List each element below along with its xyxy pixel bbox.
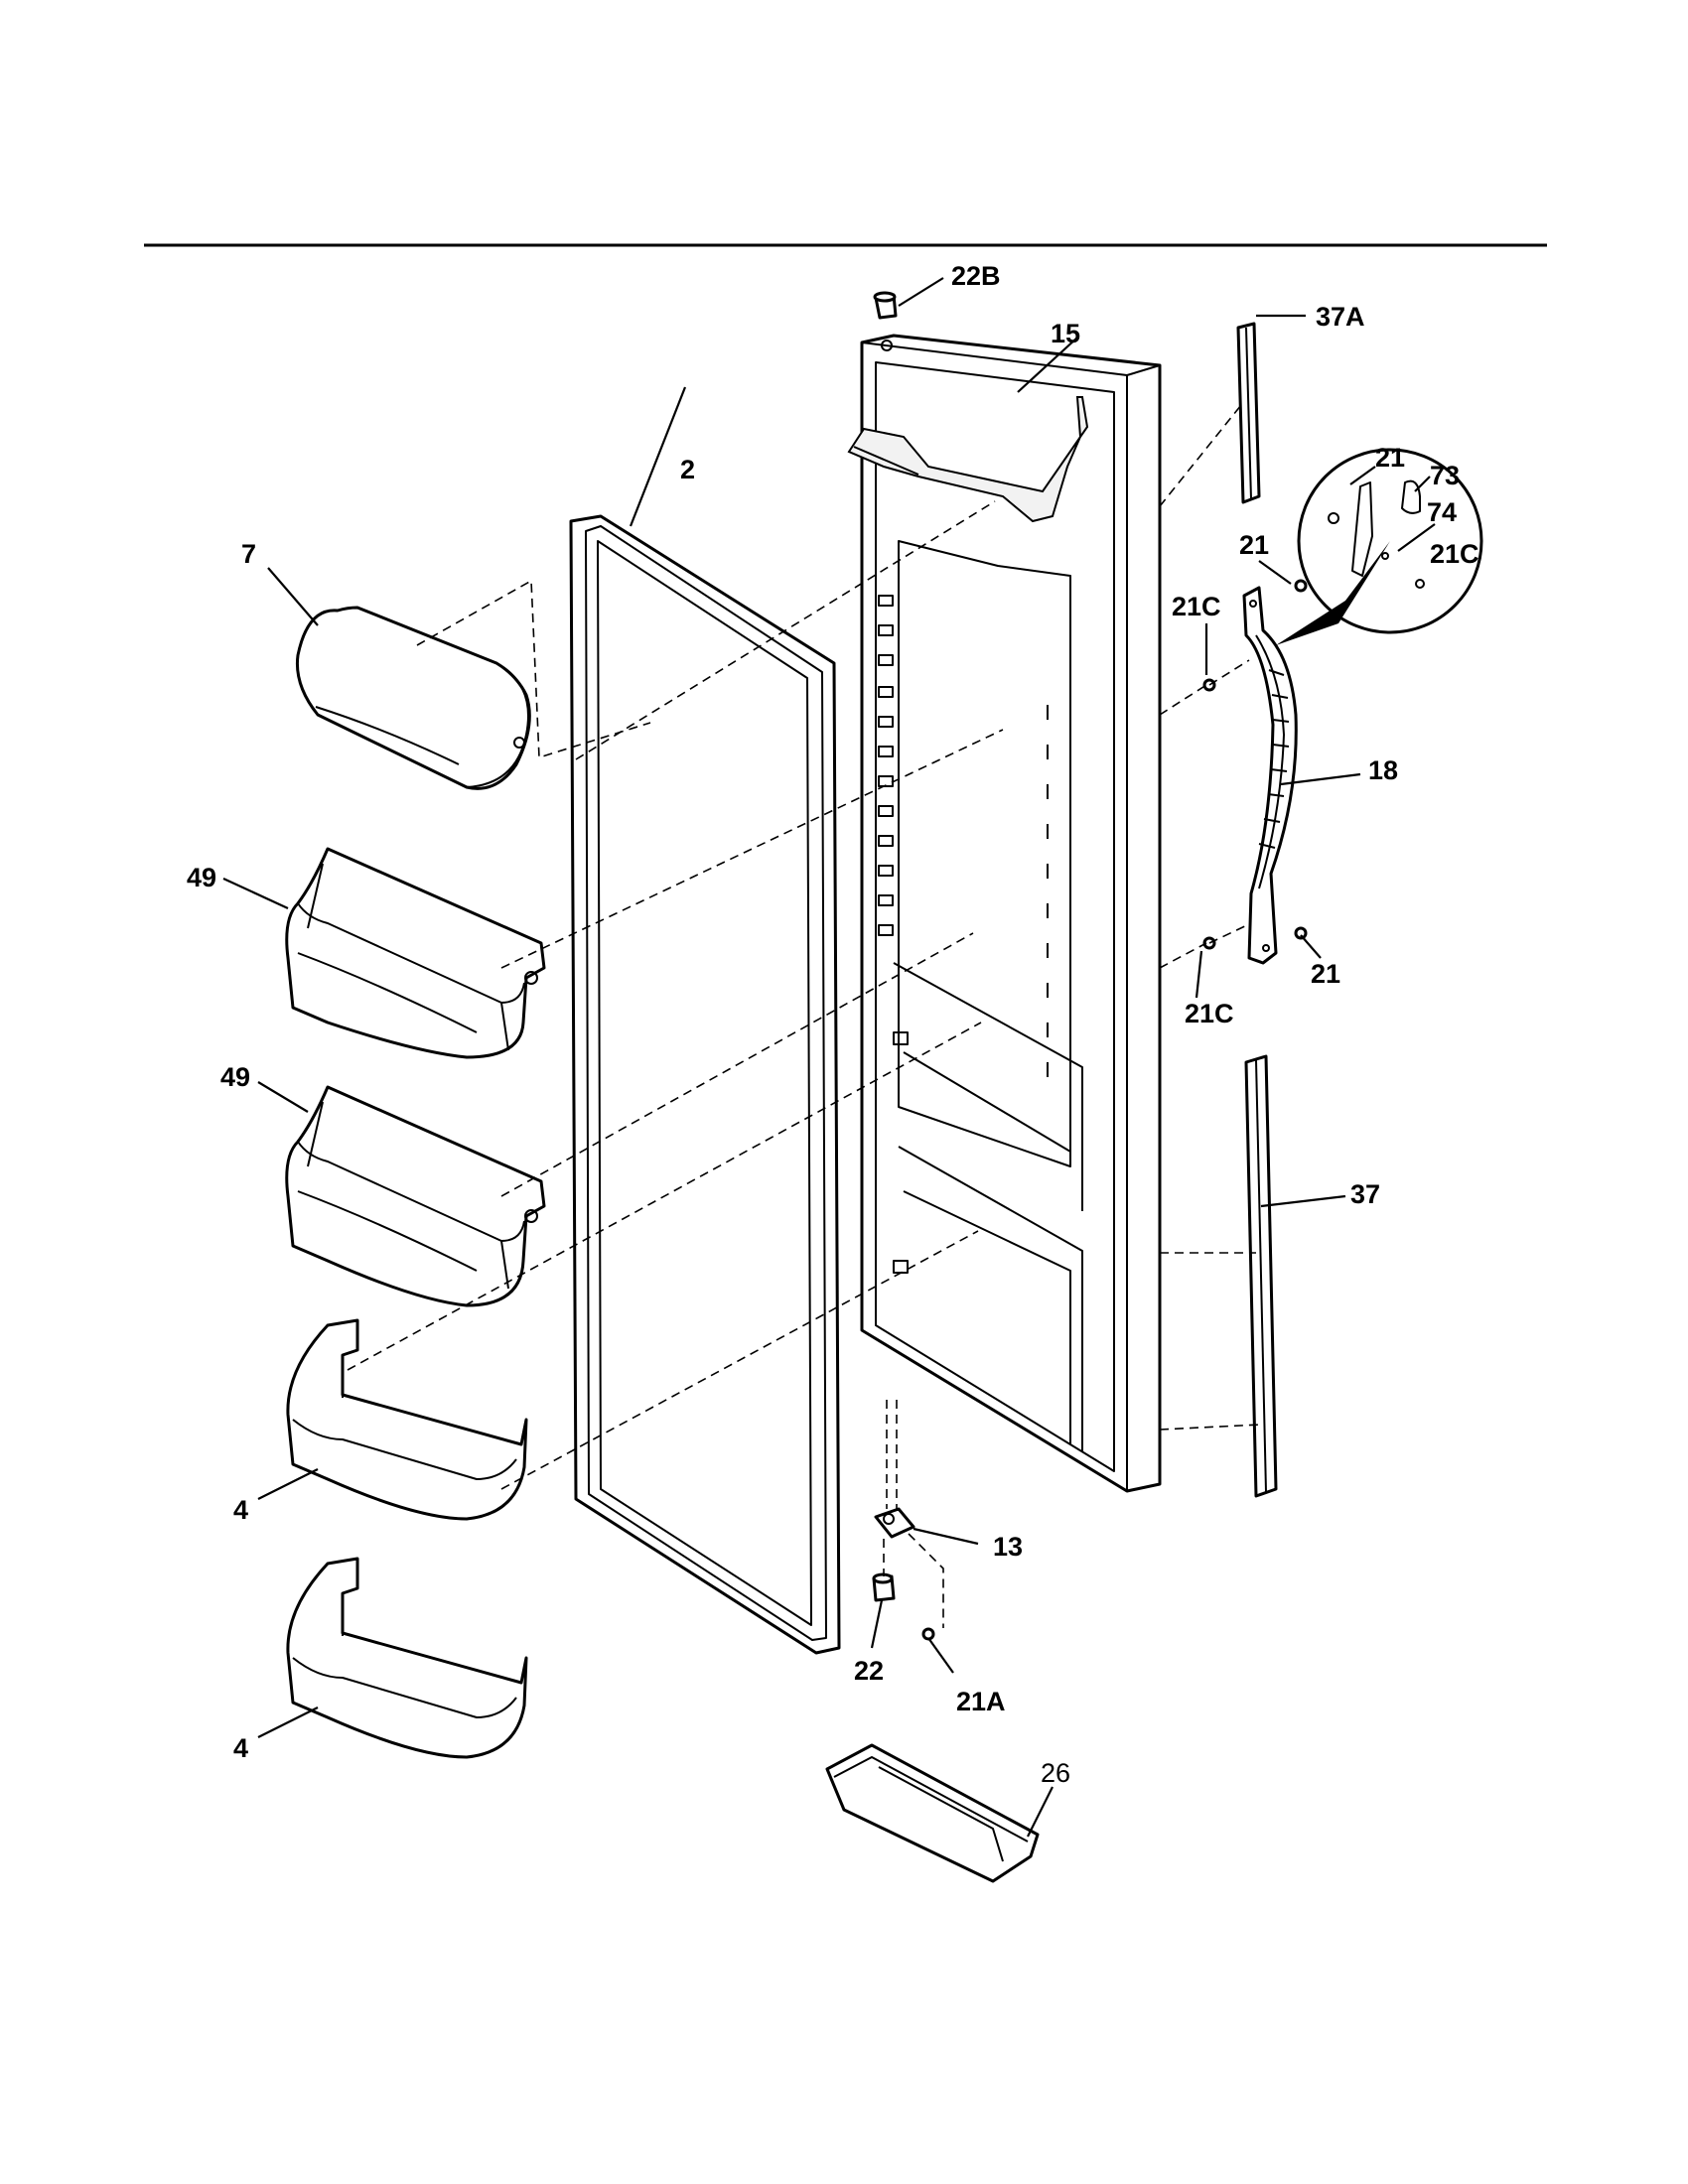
- detail-callout-circle: [1276, 448, 1483, 645]
- callout-2: 2: [680, 455, 695, 484]
- part-13-hinge-bracket: [874, 1507, 915, 1539]
- callout-22: 22: [854, 1656, 884, 1686]
- part-37a-upper-trim: [1236, 322, 1261, 504]
- callout-21a: 21A: [956, 1687, 1006, 1716]
- assembly-lines: [347, 404, 1262, 1628]
- callout-74: 74: [1427, 497, 1457, 527]
- callout-73: 73: [1430, 461, 1460, 490]
- callout-37a: 37A: [1316, 302, 1365, 332]
- part-49-upper-door-bin: [285, 847, 546, 1059]
- handle-grip-ridges: [1258, 669, 1290, 849]
- screw-21-top: [1294, 579, 1308, 593]
- screws: [1202, 579, 1308, 950]
- part-4-upper-door-rack: [286, 1318, 528, 1521]
- part-37-lower-trim: [1244, 1054, 1278, 1498]
- callout-26: 26: [1041, 1758, 1070, 1788]
- callout-21-detail: 21: [1375, 443, 1405, 473]
- callout-21-top: 21: [1239, 530, 1269, 560]
- callout-labels: 22B 15 37A 2 21 73 74 7 21 21C 21C 18 49…: [187, 261, 1479, 1788]
- part-26-tray: [825, 1743, 1040, 1883]
- callout-22b: 22B: [951, 261, 1001, 291]
- callout-49-upper: 49: [187, 863, 216, 892]
- part-18-door-handle: [1242, 586, 1298, 965]
- callout-13: 13: [993, 1532, 1023, 1562]
- part-22b-hinge-bushing: [873, 291, 898, 351]
- part-7-dairy-bin: [295, 606, 531, 790]
- leader-lines: [222, 277, 1436, 1838]
- part-49-lower-door-bin: [285, 1085, 546, 1307]
- part-2-door-gasket: [569, 514, 841, 1655]
- callout-21c-bottom: 21C: [1185, 999, 1234, 1028]
- part-15-door-liner: [847, 334, 1162, 1493]
- part-21a-screw: [921, 1627, 935, 1641]
- part-4-lower-door-rack: [286, 1557, 528, 1759]
- callout-37: 37: [1350, 1179, 1380, 1209]
- callout-4-upper: 4: [233, 1495, 248, 1525]
- callout-49-lower: 49: [220, 1062, 250, 1092]
- callout-21c-detail: 21C: [1430, 539, 1479, 569]
- callout-21c-left: 21C: [1172, 592, 1221, 621]
- callout-21-bottom: 21: [1311, 959, 1340, 989]
- part-22-hinge-pin: [872, 1572, 896, 1602]
- callout-18: 18: [1368, 755, 1398, 785]
- callout-4-lower: 4: [233, 1733, 248, 1763]
- callout-7: 7: [241, 539, 256, 569]
- callout-15: 15: [1051, 319, 1080, 348]
- screw-21-bottom: [1294, 926, 1308, 940]
